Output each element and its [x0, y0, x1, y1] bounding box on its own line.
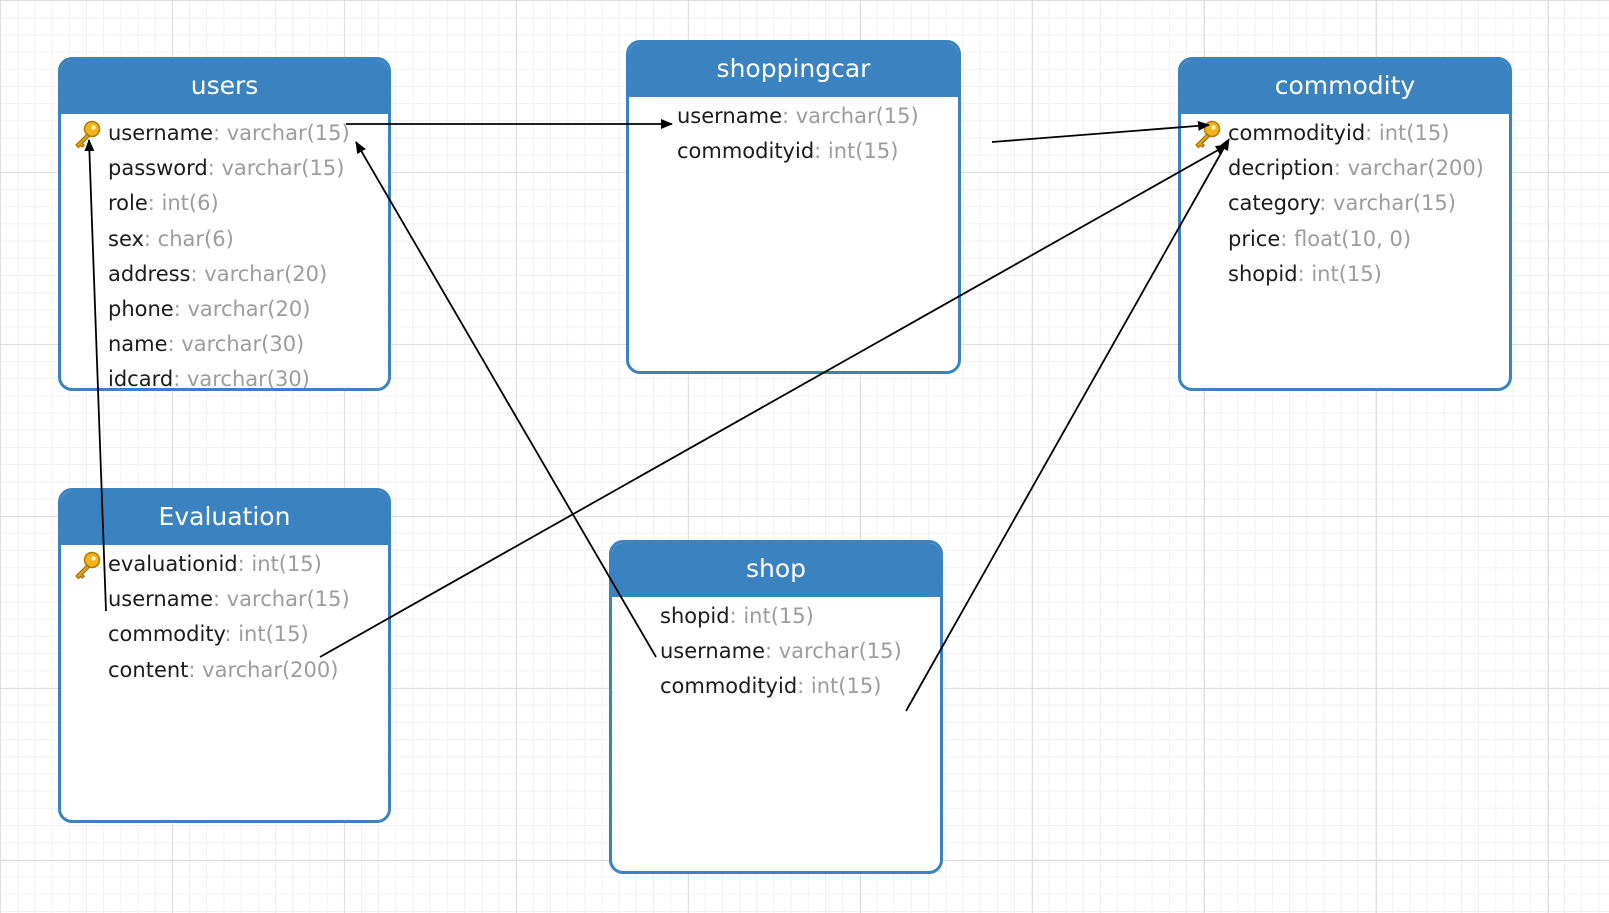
field-name: category: [1228, 191, 1320, 216]
field-name: role: [108, 191, 148, 216]
field-row: price: float(10, 0): [1181, 222, 1509, 257]
entity-evaluation[interactable]: Evaluation evaluationid: int(15) usernam…: [58, 488, 391, 823]
field-type: : varchar(15): [1319, 191, 1456, 216]
field-row: shopid: int(15): [1181, 257, 1509, 292]
field-row: sex: char(6): [61, 222, 388, 257]
entity-commodity[interactable]: commodity commodityid: int(15) decriptio…: [1178, 57, 1512, 391]
field-type: : varchar(200): [1333, 156, 1484, 181]
entity-title: shoppingcar: [629, 43, 958, 97]
entity-title: commodity: [1181, 60, 1509, 114]
field-row: commodityid: int(15): [612, 669, 940, 704]
field-name: username: [677, 104, 782, 128]
field-type: : varchar(15): [213, 121, 350, 145]
field-type: : varchar(15): [207, 156, 345, 181]
field-type: : varchar(15): [213, 587, 350, 612]
field-row: commodityid: int(15): [629, 134, 958, 169]
field-type: : varchar(15): [765, 639, 902, 664]
field-name: commodity: [108, 622, 225, 647]
entity-title: Evaluation: [61, 491, 388, 545]
field-row: username: varchar(15): [61, 582, 388, 617]
field-type: : int(6): [147, 191, 219, 216]
field-name: shopid: [1228, 261, 1298, 286]
field-type: : varchar(30): [173, 367, 310, 391]
field-type: : varchar(200): [188, 657, 339, 682]
field-name: username: [108, 587, 213, 612]
field-row: name: varchar(30): [61, 327, 388, 362]
field-type: : float(10, 0): [1280, 226, 1412, 251]
field-name: username: [660, 639, 765, 664]
field-type: : int(15): [729, 604, 814, 628]
field-type: : int(15): [1297, 261, 1382, 286]
field-name: username: [108, 121, 213, 145]
field-row: username: varchar(15): [629, 99, 958, 134]
field-name: password: [108, 156, 208, 181]
primary-key-icon: [1195, 120, 1221, 149]
field-name: price: [1228, 226, 1281, 251]
entity-shop[interactable]: shop shopid: int(15) username: varchar(1…: [609, 540, 943, 874]
field-name: commodityid: [660, 674, 798, 699]
field-row: decription: varchar(200): [1181, 151, 1509, 186]
field-type: : char(6): [143, 226, 234, 251]
field-type: : varchar(20): [173, 296, 311, 321]
field-row: content: varchar(200): [61, 653, 388, 688]
field-row: role: int(6): [61, 186, 388, 221]
field-type: : int(15): [1365, 121, 1450, 145]
field-name: shopid: [660, 604, 730, 628]
field-type: : int(15): [224, 622, 309, 647]
entity-users[interactable]: users username: varchar(15) password: va…: [58, 57, 391, 391]
field-row: commodityid: int(15): [1181, 116, 1509, 151]
primary-key-icon: [75, 120, 101, 149]
field-row: commodity: int(15): [61, 617, 388, 652]
entity-title: shop: [612, 543, 940, 597]
field-name: commodityid: [1228, 121, 1366, 145]
field-type: : varchar(30): [167, 332, 305, 357]
field-type: : int(15): [797, 674, 882, 699]
primary-key-icon: [75, 551, 101, 580]
field-row: address: varchar(20): [61, 257, 388, 292]
field-type: : int(15): [237, 552, 322, 576]
field-name: commodityid: [677, 139, 815, 164]
field-name: name: [108, 332, 168, 357]
field-name: address: [108, 261, 191, 286]
field-row: username: varchar(15): [61, 116, 388, 151]
field-name: content: [108, 657, 189, 682]
field-row: idcard: varchar(30): [61, 362, 388, 391]
relation-shoppingcar-to-commodity[interactable]: [991, 120, 1210, 143]
field-row: password: varchar(15): [61, 151, 388, 186]
field-row: username: varchar(15): [612, 634, 940, 669]
field-row: category: varchar(15): [1181, 186, 1509, 221]
field-row: evaluationid: int(15): [61, 547, 388, 582]
entity-title: users: [61, 60, 388, 114]
field-type: : varchar(20): [190, 261, 328, 286]
field-name: idcard: [108, 367, 174, 391]
field-name: phone: [108, 296, 174, 321]
field-type: : int(15): [814, 139, 899, 164]
field-name: sex: [108, 226, 144, 251]
field-row: phone: varchar(20): [61, 292, 388, 327]
field-row: shopid: int(15): [612, 599, 940, 634]
field-name: decription: [1228, 156, 1334, 181]
field-type: : varchar(15): [782, 104, 919, 128]
entity-shoppingcar[interactable]: shoppingcar username: varchar(15) commod…: [626, 40, 961, 374]
field-name: evaluationid: [108, 552, 238, 576]
